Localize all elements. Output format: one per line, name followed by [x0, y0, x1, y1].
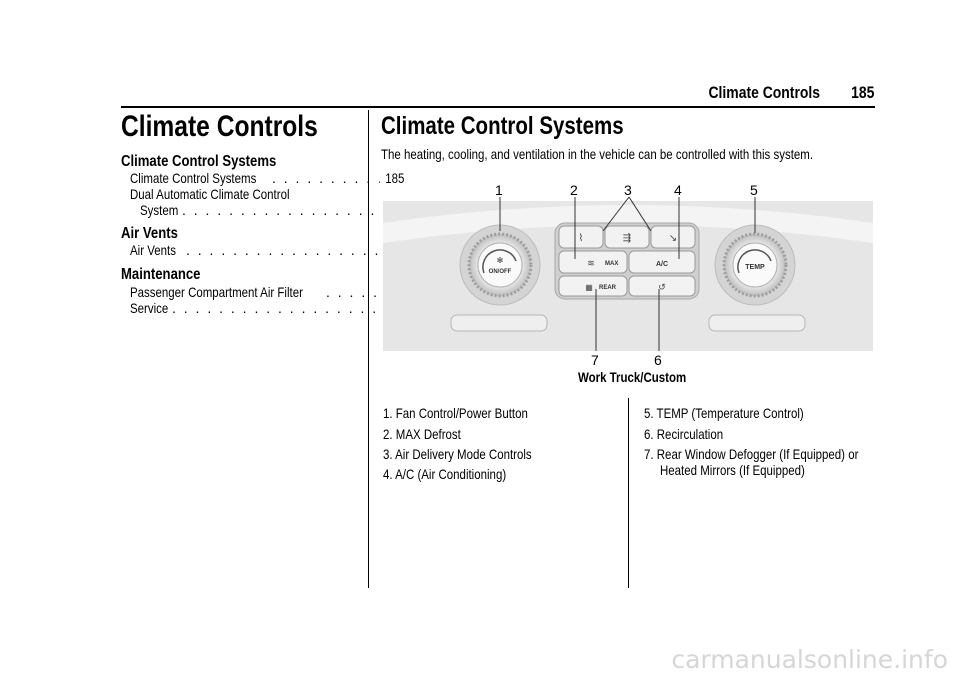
column-divider — [628, 398, 629, 588]
list-item: 5. TEMP (Temperature Control) — [644, 405, 804, 421]
callout-7: 7 — [591, 352, 599, 368]
toc-entry-label: System — [140, 202, 179, 218]
toc-entry-line1[interactable]: Dual Automatic Climate Control — [130, 186, 404, 203]
toc-leader: . . . . . . . . . . . . . . . . . . . . … — [182, 202, 380, 218]
toc-leader: . . . . . . . . . . . . . . . . . . . . … — [172, 300, 380, 316]
fan-icon: ✻ — [497, 256, 504, 265]
toc-leader: . . . . . . . . . . . . . . . . . . . . … — [186, 242, 380, 258]
toc-entry-page: 185 — [384, 170, 404, 186]
toc-entry-label: Air Vents — [130, 242, 176, 258]
callout-1: 1 — [495, 183, 503, 198]
running-header-title: Climate Controls — [708, 83, 820, 102]
knob-left-label: ON/OFF — [489, 269, 512, 275]
recirculation-icon: ↺ — [658, 282, 666, 292]
header-rule — [121, 106, 875, 108]
figure-caption: Work Truck/Custom — [578, 369, 687, 385]
list-item-continuation: Heated Mirrors (If Equipped) — [660, 462, 805, 478]
list-item: 4. A/C (Air Conditioning) — [383, 466, 507, 482]
callout-5: 5 — [750, 183, 758, 198]
mode-floor-icon: ↘ — [669, 233, 677, 244]
toc-leader: . . . . . . . . . . . — [326, 284, 380, 300]
page-number: 185 — [850, 83, 874, 102]
toc-entry-label: Dual Automatic Climate Control — [130, 186, 290, 202]
knob-right-label: TEMP — [745, 264, 765, 271]
list-item: 1. Fan Control/Power Button — [383, 405, 528, 421]
button-cluster: ⌇ ⇶ ↘ ≋ MAX A/C ▦ REAR ↺ — [554, 222, 700, 300]
list-item: 7. Rear Window Defogger (If Equipped) or — [644, 446, 859, 462]
toc-entry-label: Passenger Compartment Air Filter — [130, 284, 303, 300]
column-divider — [368, 110, 369, 588]
toc-entry[interactable]: Air Vents . . . . . . . . . . . . . . . … — [130, 242, 404, 259]
list-item: 3. Air Delivery Mode Controls — [383, 446, 532, 462]
callout-6: 6 — [654, 352, 662, 368]
watermark: carmanualsonline.info — [671, 645, 948, 674]
section-title: Climate Control Systems — [381, 112, 624, 140]
list-item: 6. Recirculation — [644, 426, 724, 442]
toc-entry-label: Service — [130, 300, 169, 316]
btn-ac-label: A/C — [656, 261, 668, 268]
fan-knob: ✻ ON/OFF — [459, 224, 541, 306]
toc-heading-maintenance: Maintenance — [121, 266, 201, 283]
max-defrost-icon: ≋ — [587, 258, 595, 268]
btn-max-label: MAX — [605, 261, 618, 267]
mode-defrost-icon: ⌇ — [579, 233, 584, 244]
temp-knob: TEMP — [714, 224, 796, 306]
toc-heading-climate-control-systems: Climate Control Systems — [121, 153, 277, 170]
callout-2: 2 — [570, 183, 578, 198]
toc-entry[interactable]: Climate Control Systems . . . . . . . . … — [130, 170, 404, 187]
chapter-title: Climate Controls — [121, 110, 318, 143]
mode-vent-icon: ⇶ — [623, 232, 631, 244]
toc-entry-label: Climate Control Systems — [130, 170, 257, 186]
toc-entry[interactable]: Passenger Compartment Air Filter . . . .… — [130, 284, 404, 301]
toc-leader: . . . . . . . . . . . . . . . . . . . . … — [272, 170, 380, 186]
climate-panel-illustration: ✻ ON/OFF TEMP ⌇ ⇶ ↘ ≋ MAX A/C ▦ — [383, 182, 873, 368]
callout-3: 3 — [624, 183, 632, 198]
list-item: 2. MAX Defrost — [383, 426, 461, 442]
page-header: Climate Controls 185 — [0, 0, 960, 110]
toc-heading-air-vents: Air Vents — [121, 225, 178, 242]
rear-defog-icon: ▦ — [585, 283, 593, 292]
climate-control-figure: ✻ ON/OFF TEMP ⌇ ⇶ ↘ ≋ MAX A/C ▦ — [383, 182, 873, 381]
callout-4: 4 — [674, 183, 682, 198]
btn-rear-label: REAR — [599, 285, 617, 291]
callout-leaders — [499, 196, 756, 351]
intro-paragraph: The heating, cooling, and ventilation in… — [381, 146, 814, 162]
toc-entry[interactable]: System . . . . . . . . . . . . . . . . .… — [130, 202, 404, 219]
toc-entry[interactable]: Service . . . . . . . . . . . . . . . . … — [130, 300, 404, 317]
